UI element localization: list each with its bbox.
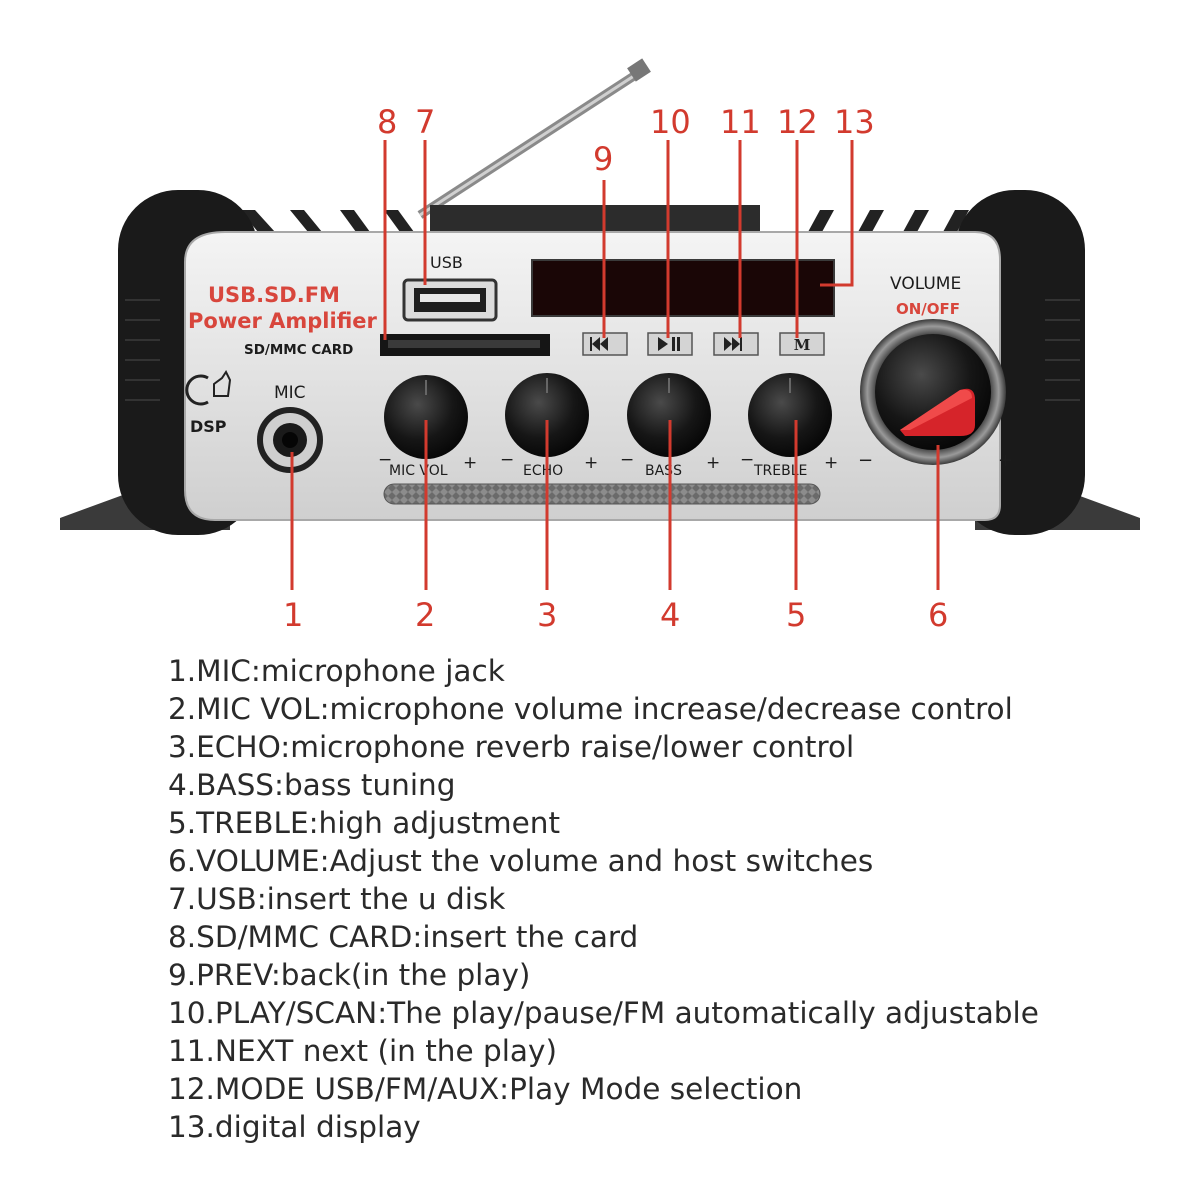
legend-item: 13.digital display [168, 1110, 421, 1144]
callout-12: 12 [777, 103, 818, 141]
usb-label: USB [430, 253, 463, 272]
legend-item: 8.SD/MMC CARD:insert the card [168, 920, 639, 954]
callout-6: 6 [928, 596, 948, 634]
treble-knob[interactable] [748, 373, 832, 457]
legend-item: 12.MODE USB/FM/AUX:Play Mode selection [168, 1072, 803, 1106]
legend-item: 9.PREV:back(in the play) [168, 958, 531, 992]
legend-list: 1.MIC:microphone jack 2.MIC VOL:micropho… [168, 652, 1178, 1146]
callout-5: 5 [786, 596, 806, 634]
play-pause-button[interactable] [647, 332, 693, 356]
echo-label: ECHO [523, 463, 563, 479]
legend-item: 10.PLAY/SCAN:The play/pause/FM automatic… [168, 996, 1039, 1030]
mic-vol-label: MIC VOL [389, 463, 448, 479]
brand-line2: Power Amplifier [188, 309, 378, 333]
legend-item: 4.BASS:bass tuning [168, 768, 456, 802]
card-label: SD/MMC CARD [244, 342, 353, 358]
callout-13: 13 [834, 103, 875, 141]
treble-minus: − [740, 450, 754, 470]
sd-card-slot[interactable] [380, 334, 550, 356]
end-cap-ridges [125, 299, 1080, 401]
callout-3: 3 [537, 596, 557, 634]
mic-vol-knob[interactable] [384, 375, 468, 459]
brand-line1: USB.SD.FM [208, 283, 340, 307]
echo-minus: − [500, 450, 514, 470]
mic-vol-minus: − [378, 450, 392, 470]
callout-9: 9 [593, 140, 613, 178]
bass-label: BASS [645, 463, 682, 479]
legend-item: 2.MIC VOL:microphone volume increase/dec… [168, 692, 1013, 726]
legend-item: 6.VOLUME:Adjust the volume and host swit… [168, 844, 874, 878]
legend-item: 5.TREBLE:high adjustment [168, 806, 561, 840]
callout-7: 7 [415, 103, 435, 141]
echo-knob[interactable] [505, 373, 589, 457]
mic-label: MIC [274, 383, 306, 403]
mode-button[interactable]: M [779, 332, 825, 356]
legend-item: 7.USB:insert the u disk [168, 882, 506, 916]
callout-1: 1 [283, 596, 303, 634]
speaker-grille [383, 483, 821, 505]
heatsink-fins [240, 210, 969, 232]
mode-button-glyph: M [794, 336, 811, 354]
legend-item: 3.ECHO:microphone reverb raise/lower con… [168, 730, 855, 764]
legend-item: 1.MIC:microphone jack [168, 654, 505, 688]
volume-plus: + [998, 450, 1013, 471]
next-button[interactable] [713, 332, 759, 356]
bass-plus: + [706, 453, 720, 473]
usb-port[interactable] [402, 278, 498, 322]
callout-8: 8 [377, 103, 397, 141]
bass-minus: − [620, 450, 634, 470]
dsp-label: DSP [190, 417, 227, 436]
callout-lines [290, 140, 940, 590]
volume-label: VOLUME [890, 274, 961, 294]
dsp-logo-icon [185, 370, 232, 406]
legend-item: 11.NEXT next (in the play) [168, 1034, 557, 1068]
treble-plus: + [824, 453, 838, 473]
treble-label: TREBLE [753, 463, 807, 479]
digital-display [531, 259, 835, 317]
echo-plus: + [584, 453, 598, 473]
callout-10: 10 [650, 103, 691, 141]
on-off-label: ON/OFF [896, 300, 960, 318]
amplifier-diagram: USB.SD.FM Power Amplifier USB SD/MMC CAR… [60, 58, 1140, 634]
callout-4: 4 [660, 596, 680, 634]
volume-minus: − [858, 450, 873, 471]
bass-knob[interactable] [627, 373, 711, 457]
callout-11: 11 [720, 103, 761, 141]
mic-vol-plus: + [463, 453, 477, 473]
antenna [417, 58, 651, 219]
volume-knob[interactable] [860, 319, 1006, 465]
callout-2: 2 [415, 596, 435, 634]
mic-jack[interactable] [257, 407, 323, 473]
